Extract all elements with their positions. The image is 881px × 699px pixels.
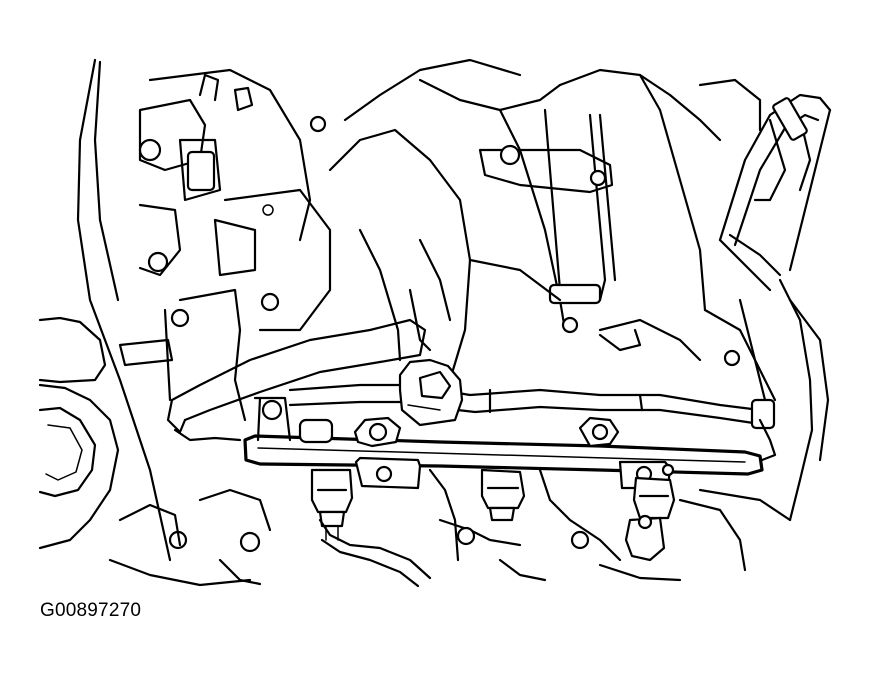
rail-mounting-bolts xyxy=(298,416,620,448)
figure-code-label: G00897270 xyxy=(40,600,142,621)
fuel-hose-right xyxy=(703,93,832,522)
lower-engine-details xyxy=(118,463,792,588)
engine-block-left xyxy=(38,58,252,587)
intake-manifold xyxy=(328,58,762,382)
pressure-regulator xyxy=(398,358,464,427)
upper-left-brackets xyxy=(138,68,332,332)
coolant-pipe xyxy=(118,288,432,442)
fuel-injectors xyxy=(310,456,676,562)
fuel-feed-line xyxy=(288,383,776,430)
